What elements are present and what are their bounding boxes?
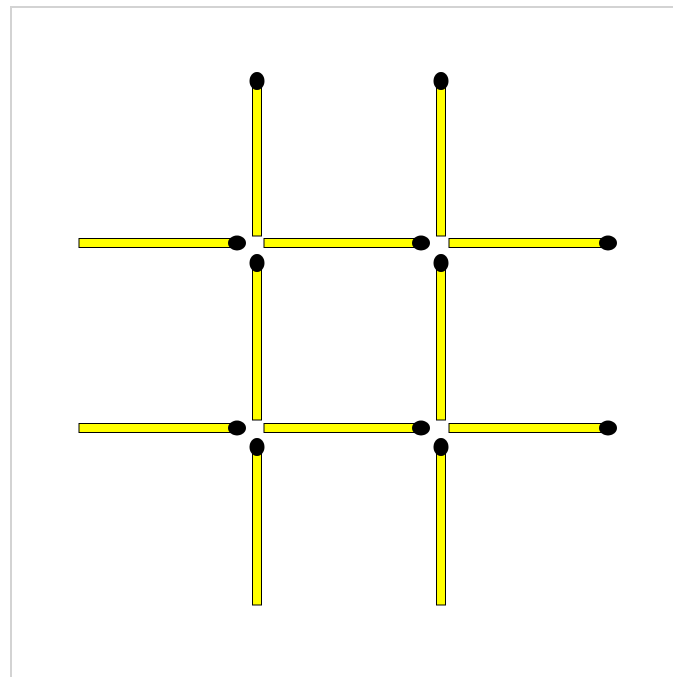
match-head <box>412 236 430 251</box>
match-stick <box>264 239 419 248</box>
match-head <box>434 438 449 456</box>
match-stick <box>79 239 235 248</box>
match-head <box>434 254 449 272</box>
match-head <box>599 421 617 436</box>
match-stick <box>253 83 262 236</box>
matchstick-h-row1-right <box>449 236 617 251</box>
match-head <box>250 72 265 90</box>
match-stick <box>449 424 606 433</box>
matchstick-v-col1-top <box>250 72 265 236</box>
match-head <box>250 254 265 272</box>
match-head <box>250 438 265 456</box>
match-stick <box>449 239 606 248</box>
match-head <box>228 236 246 251</box>
match-stick <box>264 424 419 433</box>
matchstick-v-col1-bottom <box>250 438 265 605</box>
matchstick-h-row2-left <box>79 421 246 436</box>
matchstick-h-row1-middle <box>264 236 430 251</box>
match-stick <box>437 265 446 420</box>
matchstick-v-col2-middle <box>434 254 449 420</box>
match-head <box>228 421 246 436</box>
match-head <box>412 421 430 436</box>
match-stick <box>253 265 262 420</box>
matchstick-v-col1-middle <box>250 254 265 420</box>
matchstick-h-row2-right <box>449 421 617 436</box>
match-stick <box>253 449 262 605</box>
matchstick-h-row1-left <box>79 236 246 251</box>
matchstick-v-col2-bottom <box>434 438 449 605</box>
match-stick <box>437 449 446 605</box>
match-stick <box>437 83 446 236</box>
match-head <box>434 72 449 90</box>
matchstick-v-col2-top <box>434 72 449 236</box>
match-stick <box>79 424 235 433</box>
matchstick-h-row2-middle <box>264 421 430 436</box>
match-head <box>599 236 617 251</box>
